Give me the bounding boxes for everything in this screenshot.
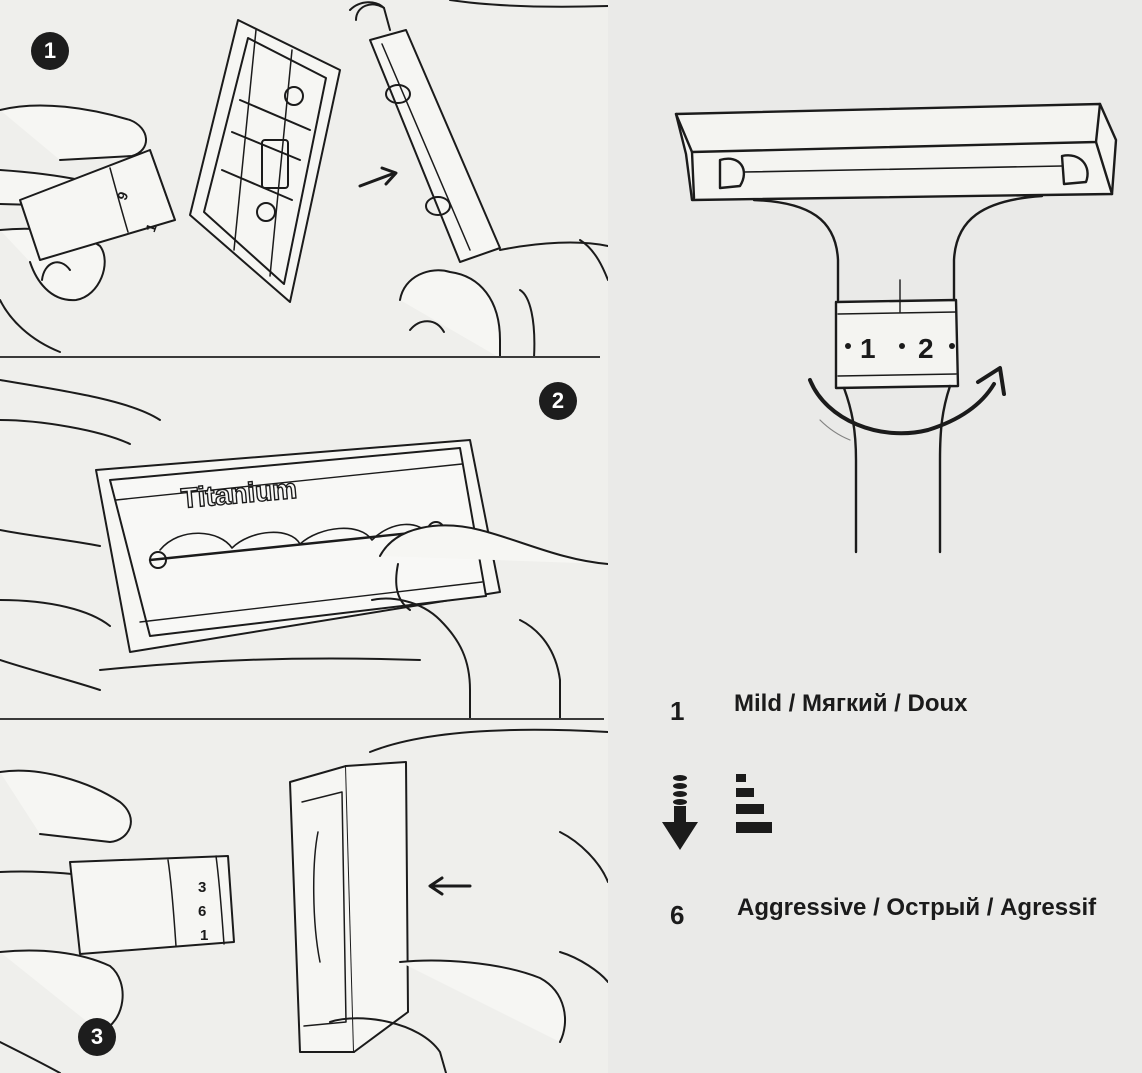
dial-setting-2: 2 xyxy=(918,333,934,364)
step-2-badge: 2 xyxy=(539,382,577,420)
step-3-dial-mark-b: 6 xyxy=(198,903,206,920)
step-divider-2 xyxy=(0,718,604,720)
stepped-bars-icon xyxy=(736,774,772,833)
step-3-badge: 3 xyxy=(78,1018,116,1056)
aggressiveness-scale xyxy=(662,774,772,850)
mild-setting-label: Mild / Мягкий / Doux xyxy=(734,690,968,717)
aggressive-setting-number: 6 xyxy=(670,900,685,930)
mild-setting-number: 1 xyxy=(670,696,685,726)
step-3-dial-mark-c: 1 xyxy=(200,927,208,944)
step-3-dial-mark-a: 3 xyxy=(198,879,206,896)
adjustable-razor-illustration: 1 2 xyxy=(674,102,1118,554)
aggressive-setting-label: Aggressive / Острый / Agressif xyxy=(737,894,1097,921)
step-3-illustration: 3 6 1 xyxy=(0,728,608,1073)
down-arrow-icon xyxy=(662,775,698,850)
step-3-panel: 3 6 1 3 xyxy=(0,722,608,1073)
step-1-panel: 9 1 1 xyxy=(0,0,608,358)
step-2-panel: Titanium 2 xyxy=(0,360,608,718)
step-1-illustration: 9 1 xyxy=(0,0,608,358)
assembly-steps-column: 9 1 1 xyxy=(0,0,608,1073)
step-divider-1 xyxy=(0,356,600,358)
dial-setting-1: 1 xyxy=(860,333,876,364)
step-2-illustration: Titanium xyxy=(0,379,608,718)
step-1-badge: 1 xyxy=(31,32,69,70)
